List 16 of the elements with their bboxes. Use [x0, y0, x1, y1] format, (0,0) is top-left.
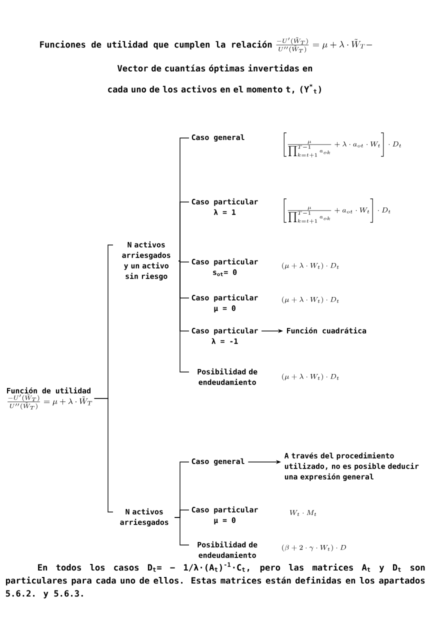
heading-text: Vector de cuantías óptimas invertidas en cada uno de los activos en el momento t, (Y$^{*}$$_{t}$): [108, 64, 321, 94]
bracket-line: [178, 260, 190, 262]
bracket-line: [174, 517, 190, 546]
formula: $(\beta + 2\cdot\gamma\cdot W_t)\cdot D$: [282, 544, 346, 552]
formula: $(\mu + \lambda\cdot W_t)\cdot D_t$: [282, 296, 339, 304]
formula: $W_t\cdot M_t$: [290, 510, 316, 516]
formula: $\frac{-U'(\tilde{W}_T)}{U''(\tilde{W}_T)} = \mu+\lambda\cdot\tilde{W}_T -$: [276, 37, 372, 53]
formula: $(\mu + \lambda\cdot W_t)\cdot D_t$: [282, 262, 339, 270]
formula: $\left[\frac{\mu}{\prod_{k=t+1}^{T-1} a_{ok}} + a_{ot}\cdot W_t\right]\cdot D_t$: [284, 198, 390, 224]
bracket-line: [178, 202, 190, 262]
caption-text: En todos los casos D$_{t}$= − 1/λ·(A$_{t}$)$^{-1}$·C$_{t}$, pero las matrices A$_{t}$ y D$_{t}$ son particulares para cada uno de ellos. Estas matrices están definidas en los apartados 5.6.2. y 5.6.3.: [6, 562, 425, 598]
formula: $(\mu + \lambda\cdot W_t)\cdot D_t$: [282, 374, 339, 380]
formula: $\left[\frac{\mu}{\prod_{k=t+1}^{T-1} a_{ok}} + \lambda\cdot a_{ot}\cdot W_t\right]\cdot D_t$: [284, 132, 402, 158]
title: Funciones de utilidad que cumplen la relación: [40, 40, 272, 50]
bracket-line: [178, 260, 190, 372]
bracket-line: [94, 398, 114, 512]
